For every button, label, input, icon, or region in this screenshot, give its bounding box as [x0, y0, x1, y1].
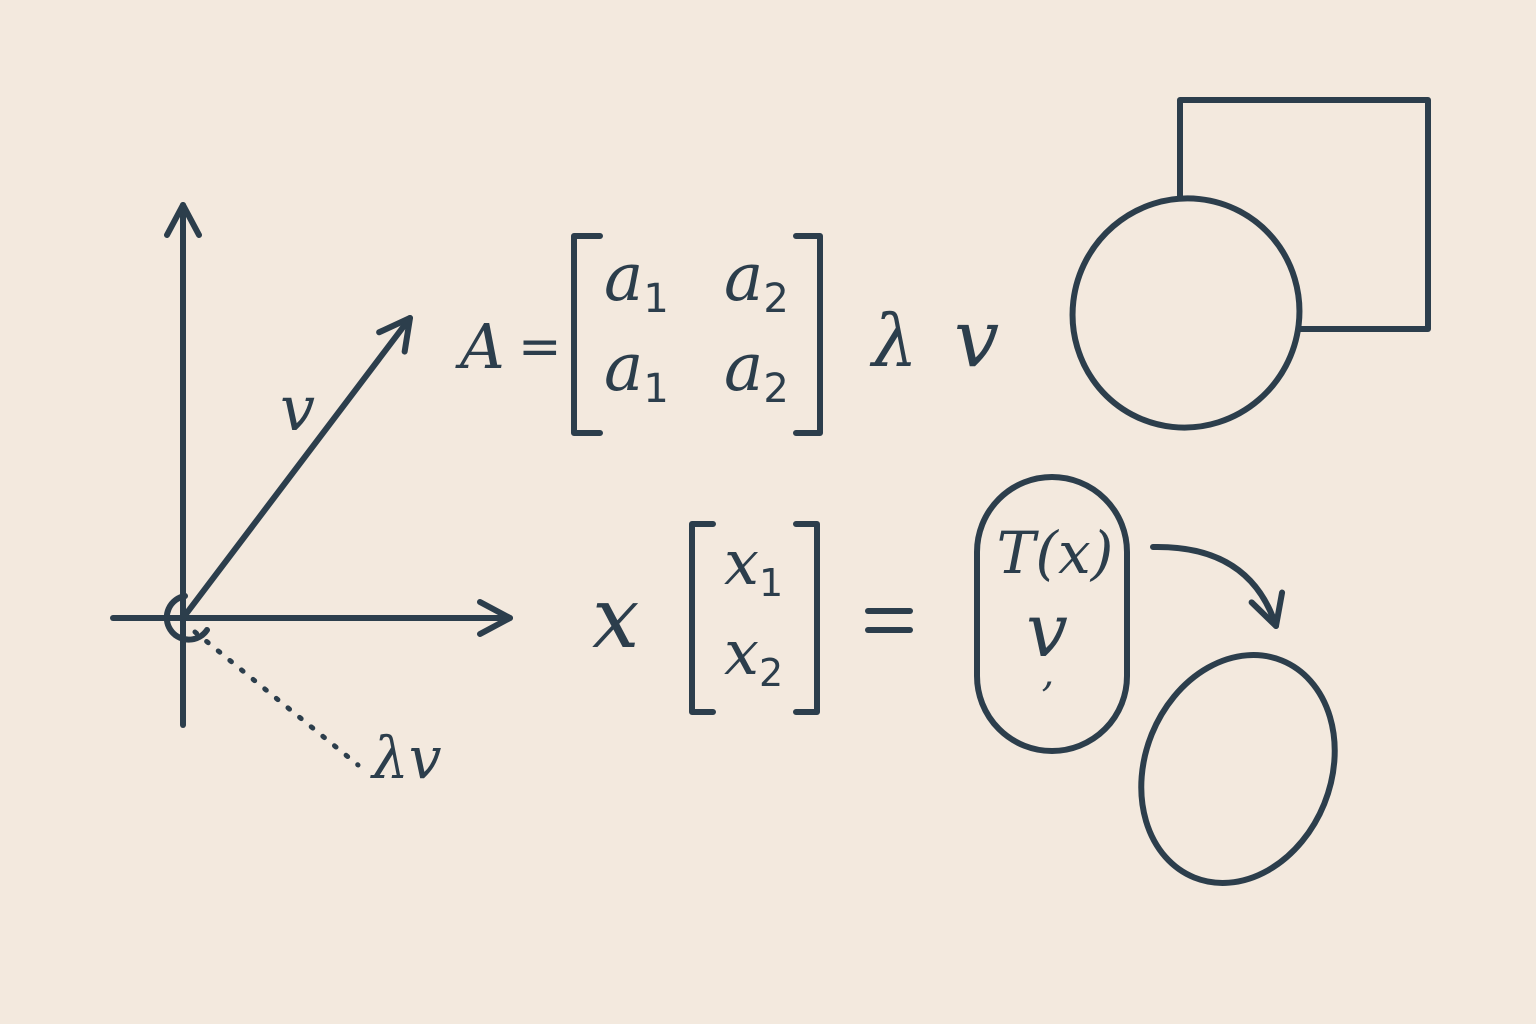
- capsule-outline: [974, 474, 1130, 754]
- matrix-entry-r1c1: a1: [604, 239, 669, 322]
- vector-right-bracket: [793, 521, 820, 715]
- matrix-left-bracket: [571, 233, 603, 436]
- capsule-v-label: v: [1026, 588, 1068, 674]
- matrix-equals-sign: =: [518, 317, 562, 377]
- scaled-vector-label: λv: [370, 724, 442, 792]
- vector-entry-1: x1: [724, 526, 783, 605]
- matrix-entry-r1c2: a2: [724, 239, 789, 322]
- matrix-entry-r2c1: a1: [604, 329, 669, 412]
- lambda-symbol: λ: [869, 299, 918, 383]
- matrix-entry-r2c2: a2: [724, 329, 789, 412]
- matrix-right-bracket: [793, 233, 823, 436]
- vector-v-arrow: [180, 315, 413, 621]
- v-symbol: v: [954, 292, 999, 385]
- matrix-a-symbol: A: [455, 310, 505, 383]
- result-ellipse-icon: [1138, 652, 1338, 886]
- vector-entry-2: x2: [724, 616, 783, 695]
- capsule-comma-mark: ,: [1042, 650, 1055, 696]
- ellipse-over-square-icon: [1069, 195, 1303, 431]
- scaled-vector-dotted-line: [192, 629, 361, 768]
- curved-arrow-icon: [1150, 543, 1286, 629]
- vector-v-label: v: [280, 372, 315, 445]
- x-symbol: x: [592, 569, 639, 667]
- transform-label: T(x): [997, 519, 1114, 587]
- vector-left-bracket: [689, 521, 716, 715]
- origin-marker: [163, 593, 210, 643]
